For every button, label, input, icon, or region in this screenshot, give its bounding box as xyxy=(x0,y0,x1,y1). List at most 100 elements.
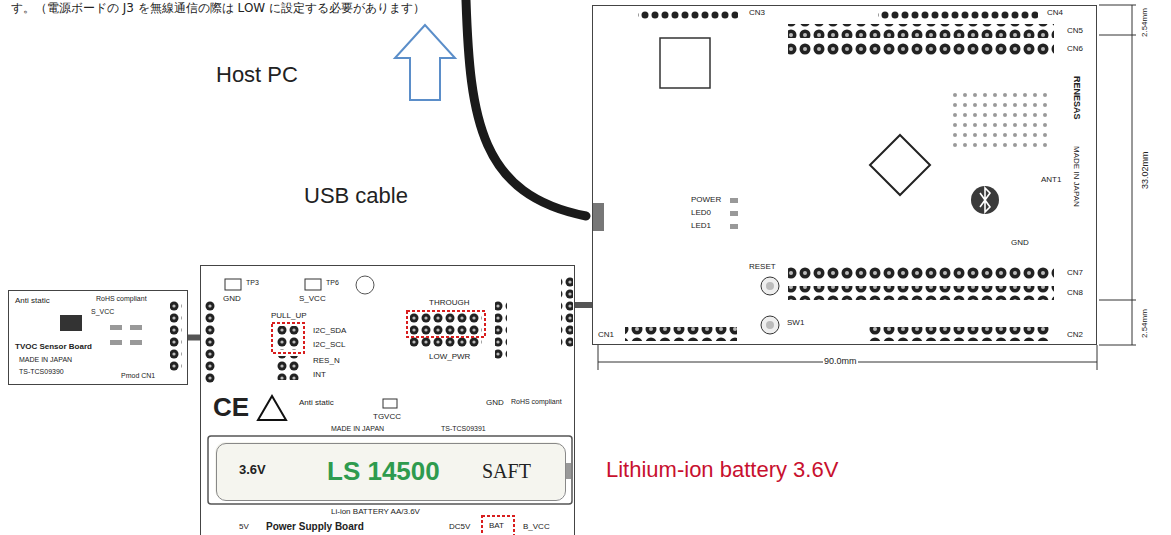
board-brand: RENESAS xyxy=(1071,76,1082,120)
warning-label: Anti static xyxy=(14,296,51,306)
upload-arrow xyxy=(395,25,455,100)
led-label: LED1 xyxy=(690,221,712,231)
led xyxy=(730,198,738,203)
jumper-label: PULL_UP xyxy=(270,311,308,321)
resistor xyxy=(110,325,122,330)
pin-label: DC5V xyxy=(448,522,471,532)
antenna-label: ANT1 xyxy=(1040,175,1062,185)
jumper-pins xyxy=(410,312,482,348)
signal-label: RES_N xyxy=(312,356,341,366)
battery: 3.6V LS 14500 SAFT xyxy=(216,443,566,501)
pin-header xyxy=(170,300,182,372)
battery-body xyxy=(215,442,565,500)
test-point-label: TP3 xyxy=(245,279,260,287)
bluetooth-rune xyxy=(980,188,990,212)
led-label: LED0 xyxy=(690,208,712,218)
connector-name: CN4 xyxy=(1046,8,1064,18)
signal-label: I2C_SCL xyxy=(312,340,346,350)
push-button xyxy=(766,282,774,290)
board-name: Power Supply Board xyxy=(266,521,364,533)
pin-connector xyxy=(575,302,592,308)
sensor-chip xyxy=(60,315,82,331)
connector-name: CN1 xyxy=(597,330,615,340)
connector-name: CN6 xyxy=(1066,44,1084,54)
led-label: POWER xyxy=(690,195,722,205)
connector-name: CN7 xyxy=(1066,268,1084,278)
board-part-number: TS-TCS09391 xyxy=(441,425,486,433)
board-origin: MADE IN JAPAN xyxy=(19,356,72,364)
jumper-pins xyxy=(276,356,300,380)
board-fill xyxy=(8,290,188,385)
mcu-chip xyxy=(870,135,930,195)
dimension-lines xyxy=(598,5,1136,370)
highlight-box xyxy=(407,311,485,337)
pin-label: S_VCC xyxy=(298,294,327,304)
dimension-label: 2.54mm xyxy=(1140,7,1150,38)
pin-header xyxy=(878,10,1038,20)
bluetooth-logo xyxy=(971,186,999,214)
resistor xyxy=(110,340,122,345)
battery-voltage: 3.6V xyxy=(239,462,266,478)
test-point xyxy=(305,279,321,290)
pin-label: B_VCC xyxy=(522,522,551,532)
battery-brand: SAFT xyxy=(482,459,531,483)
compliance-label: RoHS compliant xyxy=(95,295,148,303)
resistor xyxy=(130,325,142,330)
connector-name: CN2 xyxy=(1066,330,1084,340)
holder-label: Li-ion BATTERY AA/3.6V xyxy=(330,507,421,517)
board-fill xyxy=(592,5,1097,345)
mcu-board: RENESAS MADE IN JAPAN xyxy=(592,5,1097,345)
jumper-pins xyxy=(276,326,300,350)
board-origin: MADE IN JAPAN xyxy=(1071,146,1081,207)
logo-mark xyxy=(356,276,374,294)
test-point-label: TGVCC xyxy=(372,412,402,422)
pin-header xyxy=(495,300,507,360)
pin-header xyxy=(788,42,1054,56)
highlight-box xyxy=(482,516,514,535)
ce-mark: CE xyxy=(212,392,250,423)
pin-label: S_VCC xyxy=(90,308,115,316)
usb-connector xyxy=(592,203,604,231)
pin-header xyxy=(788,266,1054,280)
pin-header xyxy=(561,275,573,347)
cable-label: USB cable xyxy=(303,183,409,209)
dimension-label: 33.02mm xyxy=(1140,150,1151,190)
board-fill xyxy=(200,265,575,535)
pin-label: 5V xyxy=(238,522,250,532)
test-point xyxy=(383,399,397,408)
jumper-label: THROUGH xyxy=(428,298,470,308)
board-origin: MADE IN JAPAN xyxy=(331,425,384,433)
connector-name: CN8 xyxy=(1066,288,1084,298)
led xyxy=(730,211,738,216)
note-text: す。（電源ボードの J3 を無線通信の際は LOW に設定する必要があります） xyxy=(10,1,426,15)
pin-header xyxy=(625,327,737,341)
pin-label: GND xyxy=(485,398,505,408)
pin-label: BAT xyxy=(488,521,505,531)
warning-label: Anti static xyxy=(298,398,335,408)
esd-symbol xyxy=(258,396,286,420)
highlight-box xyxy=(272,323,304,353)
dimension-label: 90.0mm xyxy=(823,356,858,367)
pin-label: GND xyxy=(1010,238,1030,248)
dimension-label: 2.54mm xyxy=(1140,308,1150,339)
connector-name: Pmod CN1 xyxy=(120,372,156,380)
board-part-number: TS-TCS09390 xyxy=(19,368,64,376)
pin-header xyxy=(868,327,1050,341)
capacitor xyxy=(130,340,142,345)
usb-chip xyxy=(660,38,710,88)
test-point xyxy=(225,279,241,290)
prototype-area xyxy=(950,88,1050,148)
battery-callout: Lithium-ion battery 3.6V xyxy=(605,457,839,483)
host-label: Host PC xyxy=(215,62,299,88)
button-label: SW1 xyxy=(786,318,805,328)
push-button xyxy=(761,277,779,295)
pin-label: GND xyxy=(222,294,242,304)
jumper-label: LOW_PWR xyxy=(428,352,471,362)
battery-model: LS 14500 xyxy=(327,456,440,487)
pin-header xyxy=(205,300,217,384)
test-point-label: TP6 xyxy=(325,279,340,287)
connector-name: CN3 xyxy=(748,8,766,18)
